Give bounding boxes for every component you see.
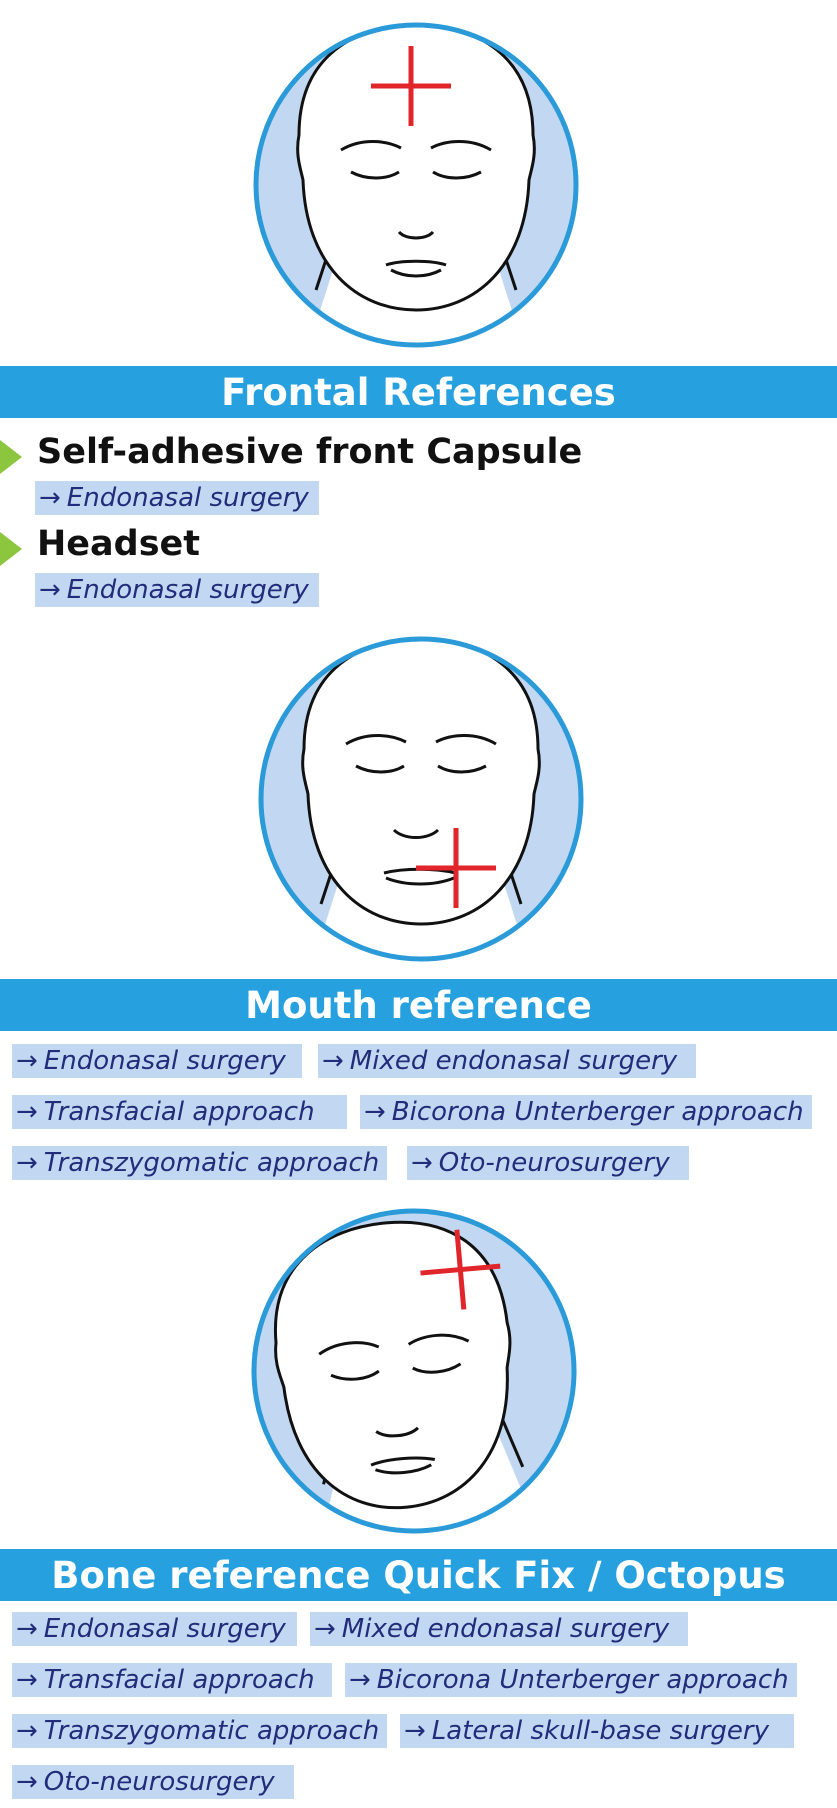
arrow-icon: → xyxy=(16,1614,38,1644)
arrow-icon: → xyxy=(314,1614,336,1644)
tag-endonasal-surgery: →Endonasal surgery xyxy=(35,481,319,515)
arrow-icon: → xyxy=(16,1148,38,1178)
section-banner-frontal: Frontal References xyxy=(0,366,837,418)
tag-oto-neurosurgery: →Oto-neurosurgery xyxy=(407,1146,689,1180)
arrow-icon: → xyxy=(16,1716,38,1746)
arrow-icon: → xyxy=(322,1046,344,1076)
arrow-icon: → xyxy=(16,1665,38,1695)
tag-bicorona-unterberger-approach: →Bicorona Unterberger approach xyxy=(360,1095,812,1129)
arrow-icon: → xyxy=(364,1097,386,1127)
arrow-icon: → xyxy=(404,1716,426,1746)
tag-endonasal-surgery: →Endonasal surgery xyxy=(35,573,319,607)
arrow-icon: → xyxy=(411,1148,433,1178)
item-title-front-capsule: Self-adhesive front Capsule xyxy=(37,432,583,472)
tag-oto-neurosurgery: →Oto-neurosurgery xyxy=(12,1765,294,1799)
arrow-icon: → xyxy=(349,1665,371,1695)
tag-mixed-endonasal-surgery: →Mixed endonasal surgery xyxy=(310,1612,688,1646)
tag-transfacial-approach: →Transfacial approach xyxy=(12,1663,332,1697)
frontal-reference-face-diagram xyxy=(253,22,579,348)
arrow-icon: → xyxy=(39,575,61,605)
tag-endonasal-surgery: →Endonasal surgery xyxy=(12,1612,297,1646)
mouth-reference-face-diagram xyxy=(258,636,584,962)
bullet-icon xyxy=(0,440,22,474)
bullet-icon xyxy=(0,532,22,566)
tag-endonasal-surgery: →Endonasal surgery xyxy=(12,1044,302,1078)
tag-transzygomatic-approach: →Transzygomatic approach xyxy=(12,1714,387,1748)
section-banner-mouth: Mouth reference xyxy=(0,979,837,1031)
arrow-icon: → xyxy=(16,1097,38,1127)
bone-reference-face-diagram xyxy=(251,1208,577,1545)
tag-transzygomatic-approach: →Transzygomatic approach xyxy=(12,1146,387,1180)
item-title-headset: Headset xyxy=(37,524,201,564)
arrow-icon: → xyxy=(39,483,61,513)
tag-mixed-endonasal-surgery: →Mixed endonasal surgery xyxy=(318,1044,696,1078)
tag-transfacial-approach: →Transfacial approach xyxy=(12,1095,347,1129)
tag-lateral-skull-base-surgery: →Lateral skull-base surgery xyxy=(400,1714,794,1748)
tag-bicorona-unterberger-approach: →Bicorona Unterberger approach xyxy=(345,1663,797,1697)
arrow-icon: → xyxy=(16,1046,38,1076)
section-banner-bone: Bone reference Quick Fix / Octopus xyxy=(0,1549,837,1601)
arrow-icon: → xyxy=(16,1767,38,1797)
